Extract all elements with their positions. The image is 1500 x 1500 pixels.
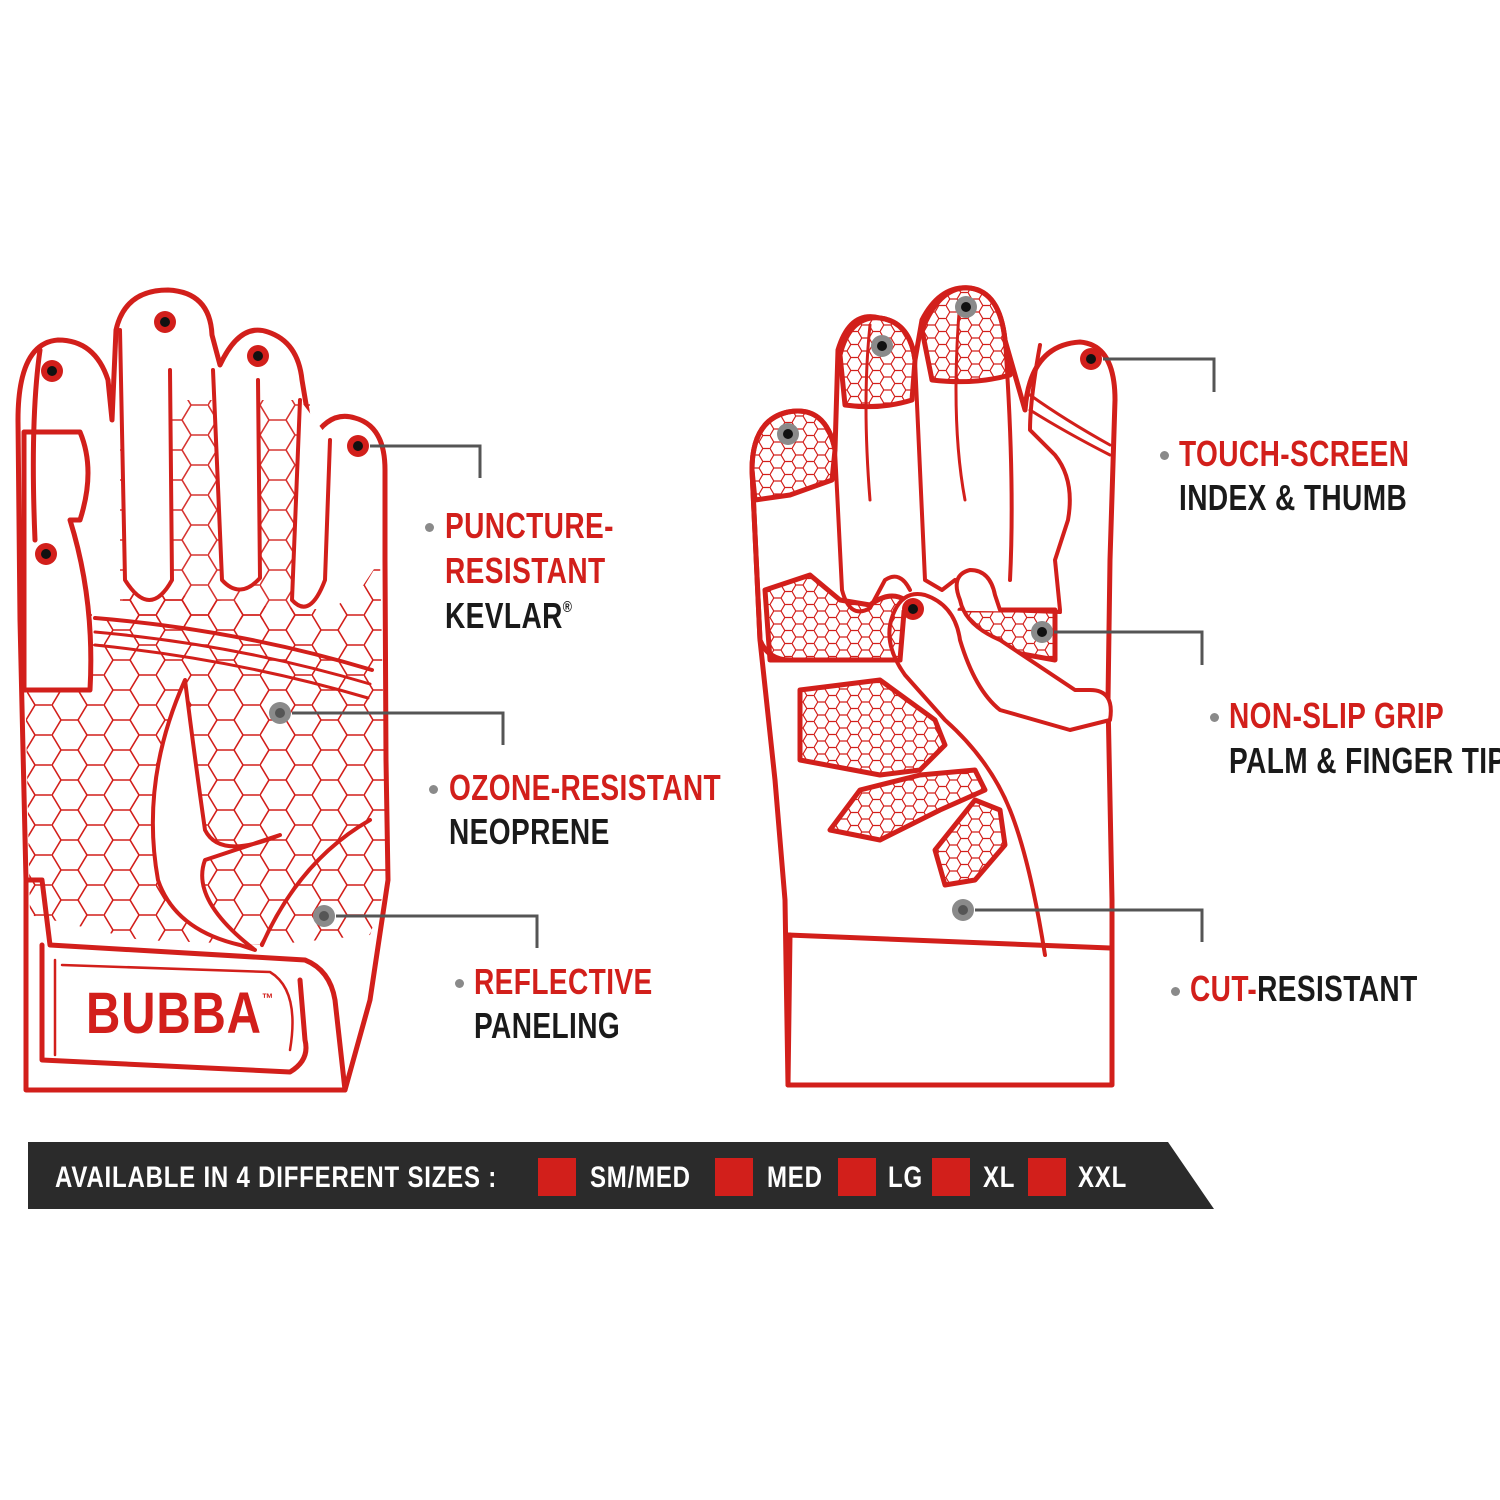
grip-sub: PALM & FINGER TIPS	[1229, 740, 1500, 781]
cut-bullet	[1171, 987, 1180, 996]
size-banner	[28, 1142, 1214, 1209]
size-label-xxl: XXL	[1078, 1161, 1128, 1194]
size-swatch-sm-med	[538, 1158, 576, 1196]
reflective-bullet	[455, 979, 464, 988]
reflective-title: REFLECTIVE	[474, 961, 653, 1002]
puncture-title-2: RESISTANT	[445, 550, 606, 591]
ozone-title: OZONE-RESISTANT	[449, 767, 722, 808]
size-label-sm-med: SM/MED	[590, 1161, 691, 1194]
touch-bullet	[1160, 451, 1169, 460]
ozone-sub: NEOPRENE	[449, 811, 610, 852]
touch-sub: INDEX & THUMB	[1179, 477, 1408, 518]
bubba-logo: BUBBA™	[86, 981, 275, 1046]
puncture-sub: KEVLAR®	[445, 595, 573, 636]
sizes-heading: AVAILABLE IN 4 DIFFERENT SIZES :	[55, 1161, 498, 1194]
size-label-lg: LG	[888, 1161, 923, 1194]
puncture-title-1: PUNCTURE-	[445, 505, 614, 546]
size-swatch-xl	[932, 1158, 970, 1196]
size-label-xl: XL	[983, 1161, 1016, 1194]
puncture-bullet	[425, 523, 434, 532]
grip-bullet	[1210, 713, 1219, 722]
cut-title: CUT-RESISTANT	[1190, 968, 1418, 1009]
ozone-bullet	[429, 785, 438, 794]
size-label-med: MED	[767, 1161, 823, 1194]
grip-title: NON-SLIP GRIP	[1229, 695, 1445, 736]
size-swatch-med	[715, 1158, 753, 1196]
reflective-sub: PANELING	[474, 1005, 621, 1046]
glove-back	[15, 287, 391, 1093]
size-swatch-lg	[838, 1158, 876, 1196]
leader-lines	[292, 357, 1216, 948]
red-marker-dots	[35, 311, 1102, 620]
touch-title: TOUCH-SCREEN	[1179, 433, 1410, 474]
size-swatch-xxl	[1028, 1158, 1066, 1196]
gray-marker-dots	[269, 296, 1053, 927]
glove-palm	[749, 285, 1118, 1088]
